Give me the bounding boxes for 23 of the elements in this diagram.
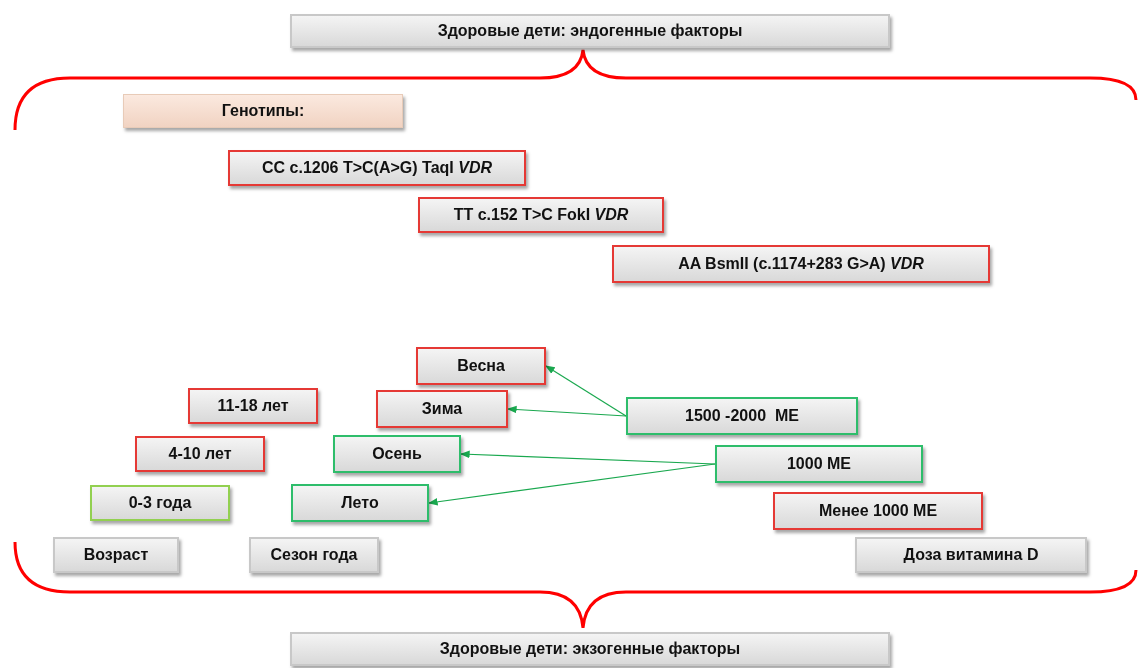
- season-box: Весна: [416, 347, 546, 385]
- category-box: Доза витамина D: [855, 537, 1087, 573]
- title-box: Здоровые дети: экзогенные факторы: [290, 632, 890, 666]
- arrow: [428, 463, 716, 506]
- dose-box: 1000 МЕ: [715, 445, 923, 483]
- age-box: 0-3 года: [90, 485, 230, 521]
- arrow: [545, 365, 627, 417]
- age-box: 11-18 лет: [188, 388, 318, 424]
- season-box: Осень: [333, 435, 461, 473]
- dose-box: Менее 1000 МЕ: [773, 492, 983, 530]
- arrow: [460, 450, 716, 465]
- season-box: Лето: [291, 484, 429, 522]
- arrow: [507, 405, 627, 417]
- dose-box: 1500 -2000 МЕ: [626, 397, 858, 435]
- title-box: Здоровые дети: эндогенные факторы: [290, 14, 890, 48]
- genotype-box: AA BsmII (c.1174+283 G>A) VDR: [612, 245, 990, 283]
- category-box: Возраст: [53, 537, 179, 573]
- genotype-box: TT c.152 T>C FokI VDR: [418, 197, 664, 233]
- category-box: Сезон года: [249, 537, 379, 573]
- age-box: 4-10 лет: [135, 436, 265, 472]
- season-box: Зима: [376, 390, 508, 428]
- heading-box: Генотипы:: [123, 94, 403, 128]
- genotype-box: CC c.1206 T>C(A>G) TaqI VDR: [228, 150, 526, 186]
